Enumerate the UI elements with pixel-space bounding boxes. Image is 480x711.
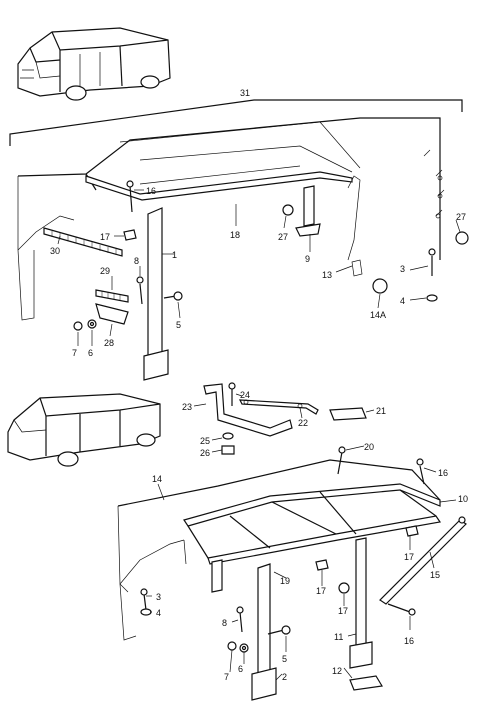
callout-19: 19	[280, 576, 290, 586]
callout-30: 30	[50, 246, 60, 256]
callout-5: 5	[282, 654, 287, 664]
callout-20: 20	[364, 442, 374, 452]
callout-6: 6	[88, 348, 93, 358]
callout-22: 22	[298, 418, 308, 428]
callout-11: 11	[334, 632, 343, 642]
group-bracket	[9, 99, 463, 146]
bracket-28	[95, 303, 129, 325]
callout-5: 5	[176, 320, 181, 330]
clip-21	[329, 407, 367, 421]
rubber-strip-29	[95, 289, 129, 303]
callout-16: 16	[404, 636, 414, 646]
stanchion-1	[143, 207, 169, 381]
callout-3: 3	[156, 592, 161, 602]
callout-14a: 14A	[370, 310, 386, 320]
callout-6: 6	[238, 664, 243, 674]
roof-bow-18	[85, 165, 353, 201]
callout-7: 7	[224, 672, 229, 682]
callout-26: 26	[200, 448, 210, 458]
callout-17: 17	[404, 552, 414, 562]
callout-16: 16	[438, 468, 448, 478]
callout-18: 18	[230, 230, 240, 240]
bracket-23	[203, 383, 293, 437]
callout-1: 1	[172, 250, 177, 260]
callout-10: 10	[458, 494, 468, 504]
stanchion-11	[349, 537, 373, 669]
callout-28: 28	[104, 338, 114, 348]
callout-17: 17	[100, 232, 110, 242]
callout-3: 3	[400, 264, 405, 274]
truck-thumbnail-single-cab	[17, 27, 171, 101]
callout-7: 7	[72, 348, 77, 358]
callout-9: 9	[305, 254, 310, 264]
lower-leader-lines	[146, 393, 457, 681]
callout-13: 13	[322, 270, 332, 280]
callout-4: 4	[400, 296, 405, 306]
callout-23: 23	[182, 402, 192, 412]
upper-callouts: 31	[240, 88, 250, 98]
callout-14: 14	[152, 474, 162, 484]
callout-17: 17	[316, 586, 326, 596]
upper-leader-lines	[57, 189, 461, 346]
stanchion-9	[295, 185, 321, 237]
callout-29: 29	[100, 266, 110, 276]
roof-frame-10	[183, 483, 442, 565]
callout-27: 27	[278, 232, 288, 242]
lower-canopy-cover-14	[117, 459, 441, 641]
callout-25: 25	[200, 436, 210, 446]
lower-fasteners	[140, 446, 425, 653]
base-plate-12	[349, 675, 383, 691]
callout-8: 8	[134, 256, 139, 266]
callout-17: 17	[338, 606, 348, 616]
upper-fasteners	[73, 149, 469, 331]
lower-small-fasteners	[221, 382, 236, 455]
callout-12: 12	[332, 666, 342, 676]
callout-27: 27	[456, 212, 466, 222]
strap-22	[238, 399, 319, 415]
callout-2: 2	[282, 672, 287, 682]
callout-15: 15	[430, 570, 440, 580]
callout-21: 21	[376, 406, 386, 416]
callout-16: 16	[146, 186, 156, 196]
strut-15	[379, 516, 467, 605]
rear-stanchion	[211, 559, 223, 593]
stanchion-19	[251, 563, 277, 701]
callout-4: 4	[156, 608, 161, 618]
callout-31: 31	[240, 88, 250, 98]
truck-thumbnail-double-cab	[7, 393, 161, 467]
callout-8: 8	[222, 618, 227, 628]
callout-24: 24	[240, 390, 250, 400]
